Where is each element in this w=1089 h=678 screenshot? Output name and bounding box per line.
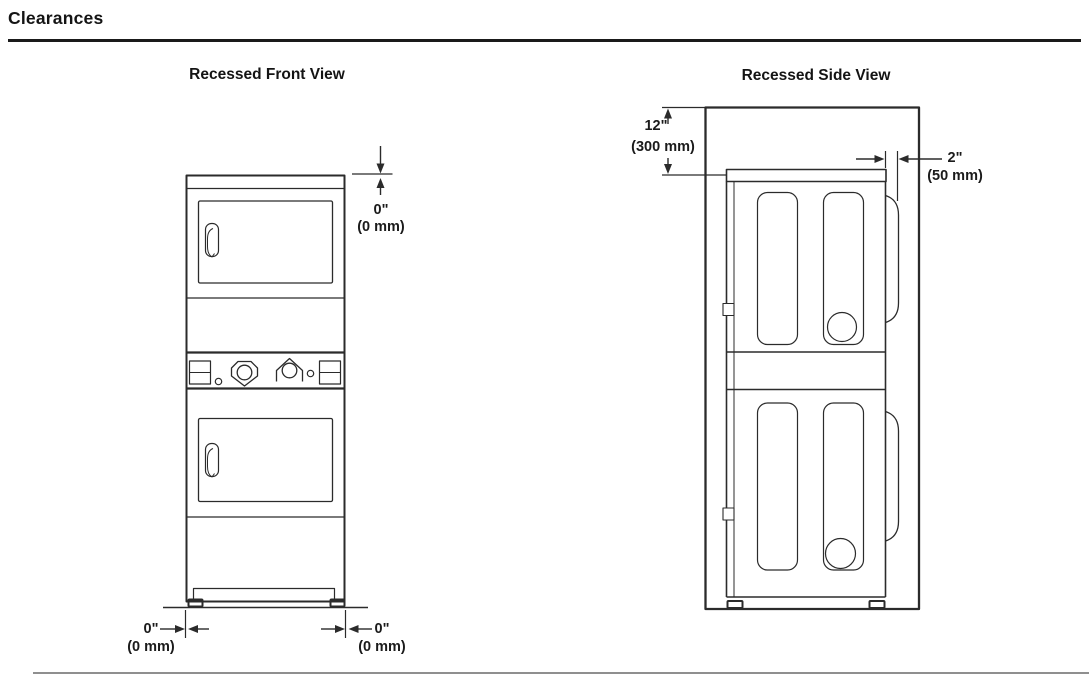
front-bottom-left-dimension	[160, 610, 209, 638]
side-top-clearance-value: 12"	[644, 118, 668, 134]
title-rule	[8, 39, 1081, 42]
side-left-foot	[726, 600, 744, 609]
side-front-dimension	[856, 151, 942, 201]
lower-side-circle	[824, 537, 857, 570]
indicator-dot	[214, 377, 223, 386]
side-front-clearance-value: 2"	[947, 150, 963, 166]
side-appliance-top	[725, 168, 887, 183]
lower-side-panel-recess	[822, 402, 865, 571]
side-top-dimension	[662, 106, 727, 176]
front-view-drawing	[160, 146, 393, 638]
upper-door	[197, 200, 334, 284]
lower-door-bulge	[885, 410, 900, 542]
front-bottom-right-clearance-value: 0"	[374, 621, 390, 637]
kick-plate	[192, 587, 336, 602]
upper-door-bulge	[885, 194, 900, 324]
upper-side-panel-recess	[822, 191, 865, 346]
left-knob	[236, 364, 253, 381]
side-top-clearance-metric: (300 mm)	[631, 139, 695, 155]
side-front-clearance-label: 2" (50 mm)	[920, 150, 990, 185]
left-knob-bezel	[230, 360, 259, 387]
recess-outline	[704, 106, 921, 611]
left-foot	[187, 598, 204, 608]
front-bottom-left-clearance-label: 0" (0 mm)	[116, 620, 186, 656]
side-view-heading: Recessed Side View	[741, 67, 891, 84]
front-bottom-right-clearance-metric: (0 mm)	[358, 639, 406, 655]
front-bottom-left-clearance-value: 0"	[143, 621, 159, 637]
front-top-clearance-value: 0"	[373, 202, 389, 218]
back-panel-notch	[722, 507, 735, 521]
side-right-foot	[868, 600, 886, 609]
indicator-dot	[306, 369, 315, 378]
page-title: Clearances	[8, 8, 104, 28]
upper-side-circle	[826, 311, 858, 343]
upper-side-panel-recess	[756, 191, 799, 346]
front-top-clearance-label: 0" (0 mm)	[345, 202, 417, 236]
section-divider-rule	[33, 672, 1089, 674]
right-knob-bezel	[275, 357, 304, 382]
front-top-dimension	[352, 146, 393, 195]
front-view-heading: Recessed Front View	[189, 66, 345, 83]
side-front-clearance-metric: (50 mm)	[927, 167, 983, 184]
back-panel-notch	[722, 302, 735, 317]
right-foot	[329, 598, 346, 608]
lower-door	[197, 417, 334, 503]
side-view-drawing	[662, 106, 942, 611]
right-knob	[281, 362, 298, 379]
front-bottom-right-dimension	[321, 610, 372, 638]
front-bottom-left-clearance-metric: (0 mm)	[127, 639, 175, 655]
control-panel	[188, 357, 342, 387]
front-bottom-right-clearance-label: 0" (0 mm)	[347, 620, 417, 656]
lower-side-panel-recess	[756, 402, 799, 571]
front-top-clearance-metric: (0 mm)	[357, 219, 405, 235]
